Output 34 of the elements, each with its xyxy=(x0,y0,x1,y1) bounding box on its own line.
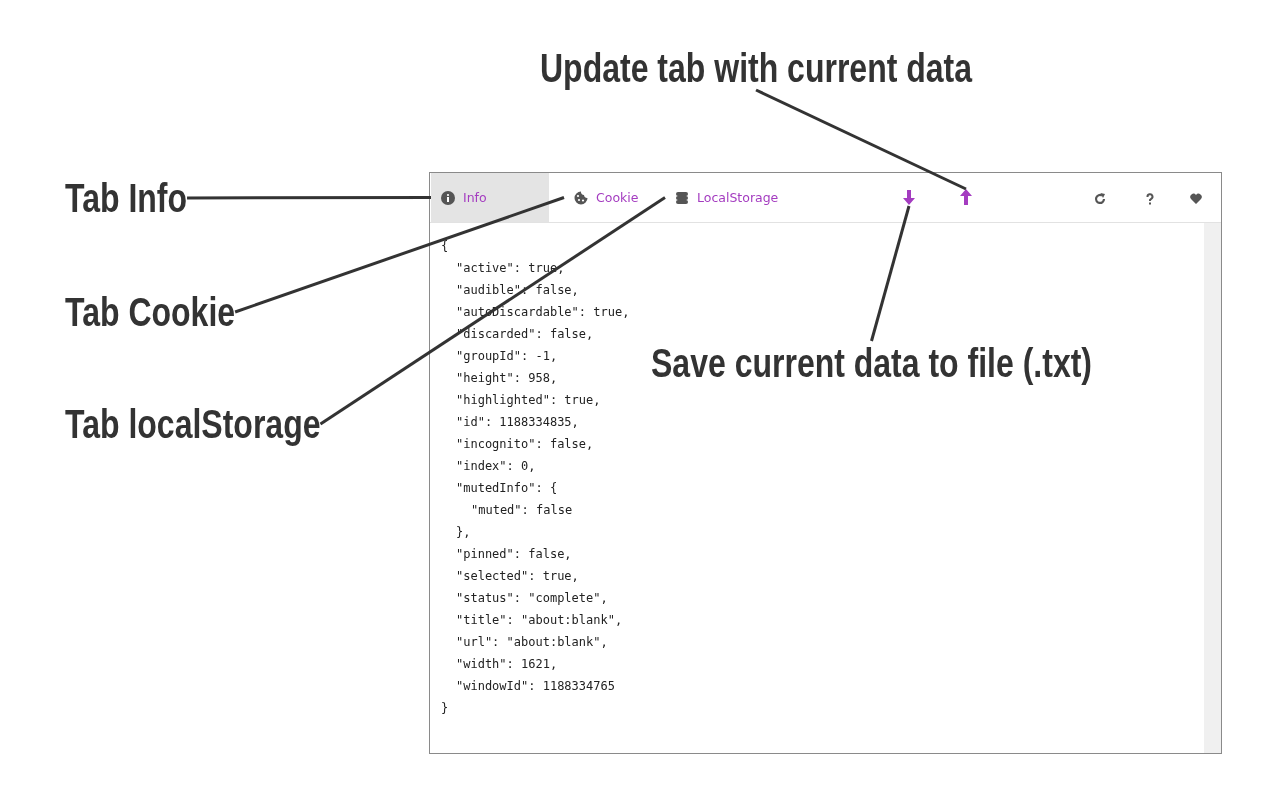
info-tab: Info xyxy=(431,173,549,222)
callout-text: Tab Cookie xyxy=(65,290,236,334)
leader-line xyxy=(755,88,967,191)
callout-text: Save current data to file (.txt) xyxy=(651,341,1092,385)
code-line: "discarded": false, xyxy=(455,327,594,341)
app-window xyxy=(429,172,1222,754)
code-line: "highlighted": true, xyxy=(455,393,601,407)
code-line: "pinned": false, xyxy=(455,547,572,561)
callout-text: Tab Info xyxy=(65,176,188,220)
code-line: "windowId": 1188334765 xyxy=(455,679,615,693)
upload-arrow-icon xyxy=(959,189,973,205)
code-line: "mutedInfo": { xyxy=(455,481,558,495)
code-line: }, xyxy=(455,525,471,539)
code-line: "title": "about:blank", xyxy=(455,613,623,627)
code-line: "width": 1621, xyxy=(455,657,558,671)
code-line: "muted": false xyxy=(470,503,573,517)
callout-text: Update tab with current data xyxy=(540,46,973,90)
code-line: "index": 0, xyxy=(455,459,536,473)
code-line: "selected": true, xyxy=(455,569,579,583)
code-line: "audible": false, xyxy=(455,283,579,297)
download-arrow-icon xyxy=(902,190,916,206)
leader-line xyxy=(319,196,666,426)
code-line: "status": "complete", xyxy=(455,591,608,605)
leader-line xyxy=(234,196,565,314)
code-line: "incognito": false, xyxy=(455,437,594,451)
code-line: "groupId": -1, xyxy=(455,349,558,363)
code-line: "url": "about:blank", xyxy=(455,635,608,649)
code-line: { xyxy=(441,239,449,253)
code-line: "height": 958, xyxy=(455,371,558,385)
leader-line xyxy=(870,205,911,342)
code-line: } xyxy=(441,701,449,715)
code-line: "id": 1188334835, xyxy=(455,415,579,429)
leader-line xyxy=(187,196,431,200)
callout-text: Tab localStorage xyxy=(65,402,321,446)
